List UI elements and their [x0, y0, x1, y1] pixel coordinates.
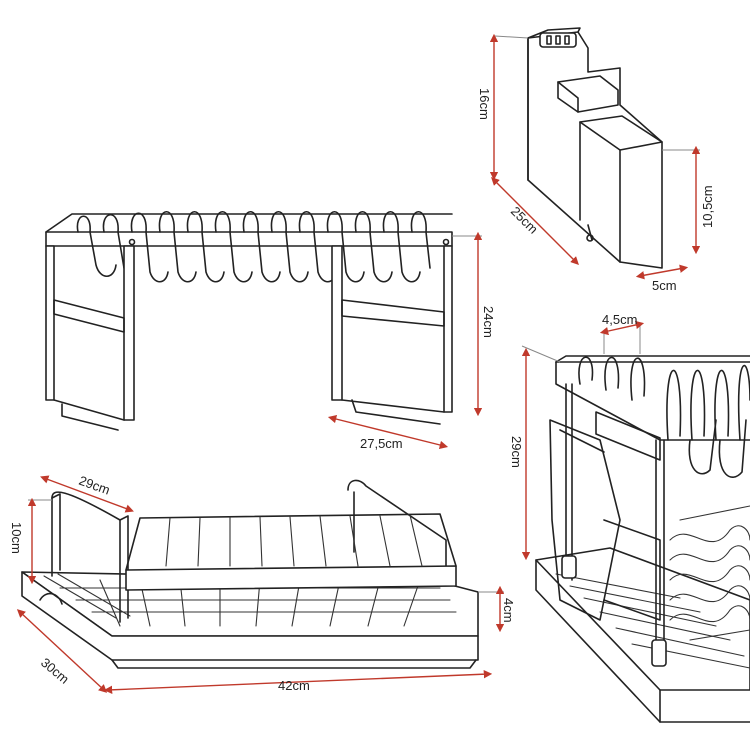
holder-height-label: 16cm: [477, 88, 492, 120]
top-width-label: 29cm: [77, 473, 112, 498]
assembled-rack-dimensions: 29cm 4,5cm: [509, 312, 645, 561]
cutlery-holder: [527, 27, 663, 269]
holder-length-label: 25cm: [508, 204, 541, 237]
holder-width-label: 5cm: [652, 278, 677, 293]
divider-gap-label: 4,5cm: [602, 312, 637, 327]
base-length-label: 42cm: [278, 678, 310, 693]
upper-rack-dimensions: 24cm 27,5cm: [327, 231, 496, 451]
top-height-label: 10cm: [9, 522, 24, 554]
upper-height-label: 24cm: [481, 306, 496, 338]
upper-depth-label: 27,5cm: [360, 436, 403, 451]
assembled-rack: [535, 355, 750, 723]
lower-rack: [21, 479, 479, 669]
holder-side-height-label: 10,5cm: [700, 185, 715, 228]
lower-rack-dimensions: 29cm 10cm 30cm 42cm 4cm: [9, 473, 516, 695]
total-height-label: 29cm: [509, 436, 524, 468]
tray-height-label: 4cm: [501, 598, 516, 623]
upper-rack: [45, 211, 453, 431]
holder-dimensions: 16cm 25cm 10,5cm 5cm: [477, 33, 715, 293]
base-depth-label: 30cm: [38, 655, 72, 687]
